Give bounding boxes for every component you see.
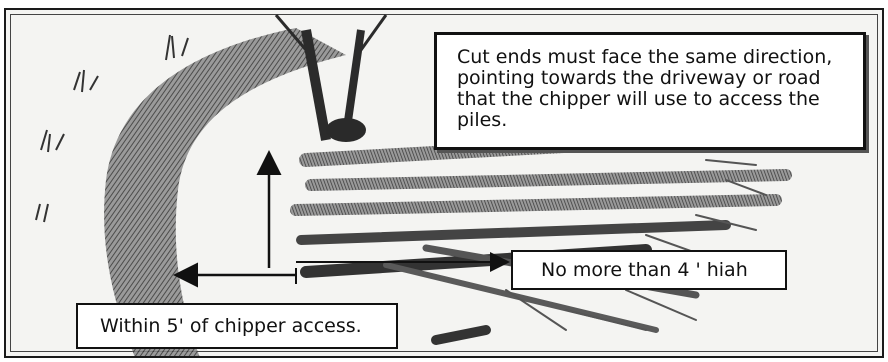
distance-limit-callout: Within 5' of chipper access. [76, 303, 398, 349]
illustration-frame: Cut ends must face the same direction, p… [4, 8, 884, 358]
height-limit-callout: No more than 4 ' hiah [511, 250, 787, 290]
cut-ends-callout: Cut ends must face the same direction, p… [434, 32, 866, 150]
tree [276, 15, 386, 140]
